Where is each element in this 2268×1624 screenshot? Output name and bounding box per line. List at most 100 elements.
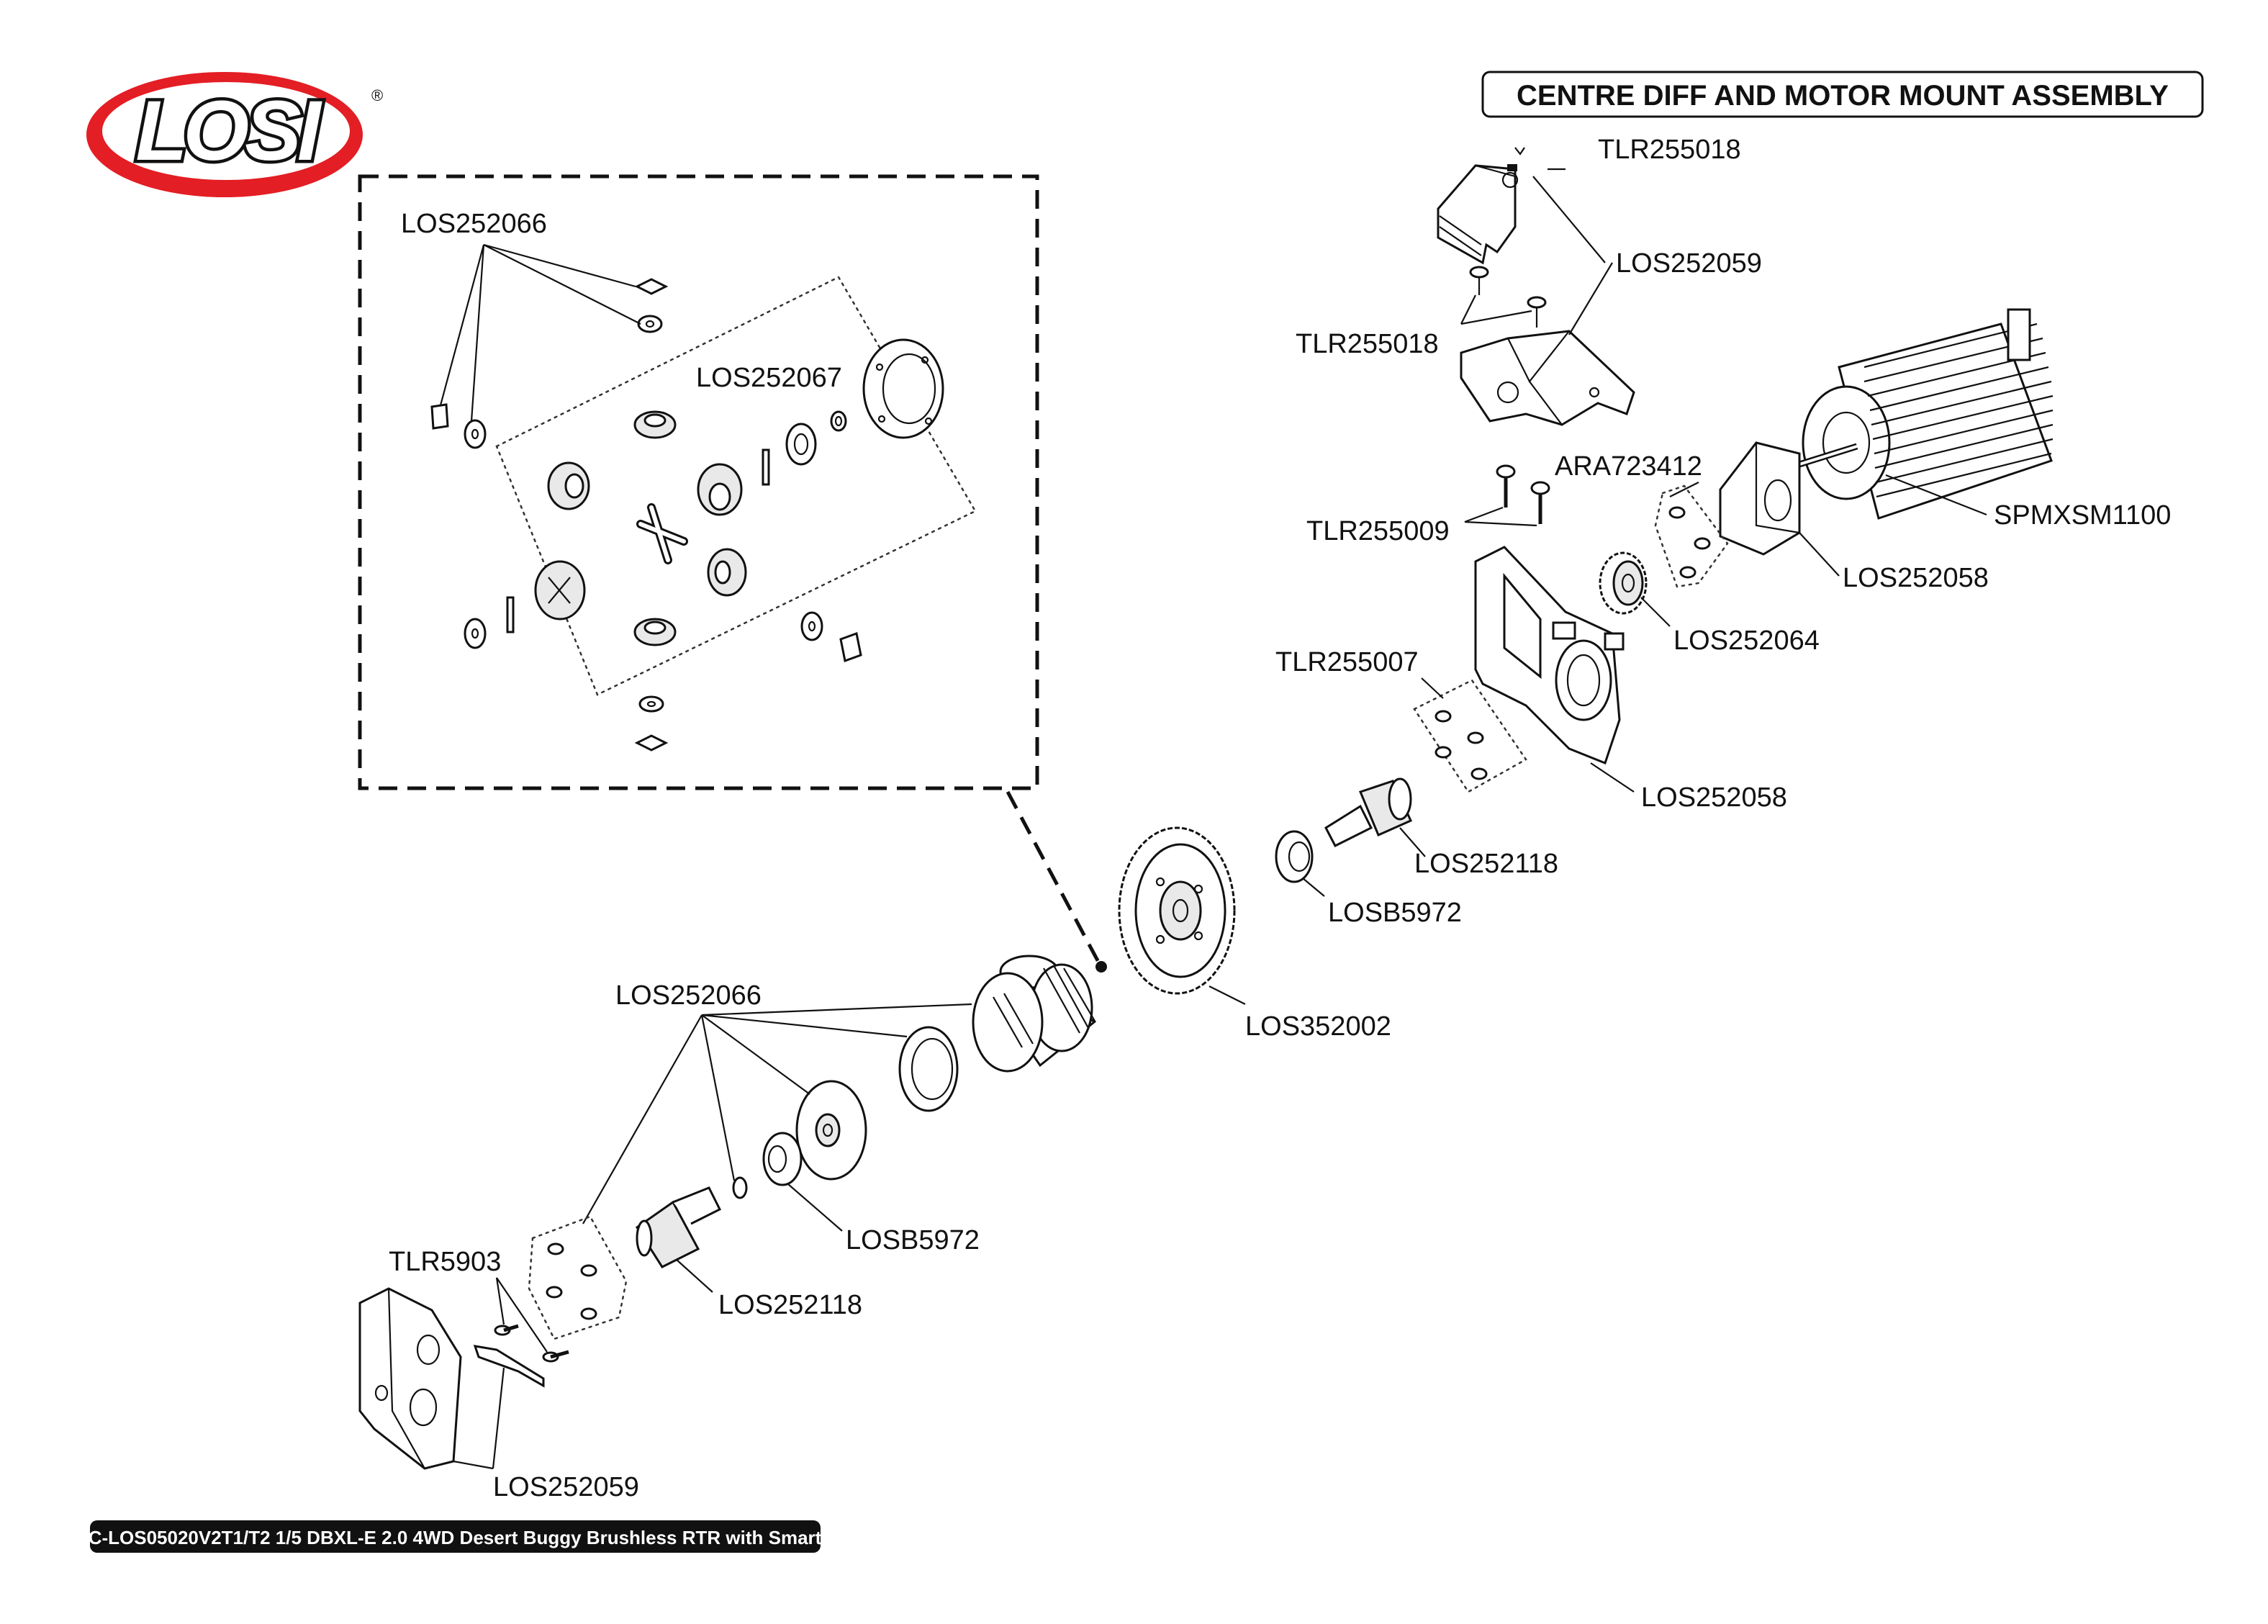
diff-case xyxy=(972,955,1096,1073)
logo-text: LOSI xyxy=(135,84,322,179)
callout-los252064: LOS252064 xyxy=(1673,626,1820,656)
shim-square-1 xyxy=(634,278,669,295)
left-screw-group xyxy=(528,1215,628,1340)
outdrive-left-shaft xyxy=(672,1186,722,1225)
callout-outdrive-left-los252118: LOS252118 xyxy=(718,1290,862,1320)
footer-bar: C-LOS05020V2T1/T2 1/5 DBXL-E 2.0 4WD Des… xyxy=(89,1520,822,1553)
callout-diff-inner-los252066: LOS252066 xyxy=(401,209,547,239)
diff-washer-3 xyxy=(464,618,487,649)
screw-tlr255009-1 xyxy=(1496,464,1516,479)
ara723412-screw-group: ARA723412 xyxy=(1555,451,1729,588)
screw-tlr255007-2 xyxy=(1467,731,1484,744)
bearing-left: LOSB5972 xyxy=(732,1132,980,1255)
callout-tlr255009: TLR255009 xyxy=(1306,516,1450,546)
outdrive-right: LOS252118 xyxy=(1324,777,1558,879)
callout-los252067: LOS252067 xyxy=(696,363,842,393)
diff-connector-dot xyxy=(1095,961,1107,973)
callout-diff-outer-los252066: LOS252066 xyxy=(615,980,762,1011)
callout-spmxsm1100: SPMXSM1100 xyxy=(1994,500,2171,531)
bearing-right-outer xyxy=(1275,830,1314,883)
diff-gasket-outer xyxy=(898,1026,959,1112)
motor-connectors xyxy=(2007,308,2031,361)
shim-square-4 xyxy=(634,734,669,752)
callout-ara723412: ARA723412 xyxy=(1555,451,1702,482)
screw-tlr255007-4 xyxy=(1470,767,1488,780)
callout-outdrive-right-los252118: LOS252118 xyxy=(1414,849,1558,879)
leader-diff-inner-los252066 xyxy=(439,243,641,422)
tlr255007-outline xyxy=(1413,679,1527,793)
callout-bearing-right-losb5972: LOSB5972 xyxy=(1328,898,1462,928)
center-brace-los252059 xyxy=(1460,330,1635,426)
motor-plate xyxy=(1719,441,1801,556)
spur-gear-los352002: LOS352002 xyxy=(1118,826,1391,1042)
shim-square-2 xyxy=(430,403,449,430)
diff-washer-1 xyxy=(637,315,663,333)
diff-washer-5 xyxy=(638,695,664,713)
screw-ara-2 xyxy=(1694,537,1711,550)
tlr5903-group: TLR5903 xyxy=(389,1247,569,1388)
motor-assembly: SPMXSM1100 xyxy=(1798,308,2171,531)
leader-top-group xyxy=(1532,168,1613,335)
callout-los352002: LOS352002 xyxy=(1245,1011,1391,1042)
callout-tlr5903: TLR5903 xyxy=(389,1247,501,1277)
pinion-los252064: LOS252064 xyxy=(1599,551,1820,656)
diff-washer-6 xyxy=(785,423,817,466)
screw-left-3 xyxy=(546,1286,563,1299)
callout-mount-los252058: LOS252058 xyxy=(1641,782,1787,813)
callout-bearing-left-losb5972: LOSB5972 xyxy=(846,1225,980,1255)
screw-head-b xyxy=(1527,296,1547,309)
diff-washer-2 xyxy=(464,419,487,449)
title-box: CENTRE DIFF AND MOTOR MOUNT ASSEMBLY xyxy=(1481,71,2204,118)
diff-pin-1 xyxy=(762,448,770,486)
callout-motorplate-los252058: LOS252058 xyxy=(1843,563,1989,593)
title-frame xyxy=(1481,71,2204,118)
diff-gasket xyxy=(862,338,944,439)
tlr255007-screws: TLR255007 xyxy=(1275,647,1527,793)
diff-gasket-and-cover xyxy=(795,1026,959,1181)
left-screw-outline xyxy=(528,1215,628,1340)
screw-left-1 xyxy=(547,1242,564,1255)
footer-background xyxy=(90,1520,821,1553)
registered-mark: ® xyxy=(371,86,383,104)
bearing-left-outer xyxy=(762,1132,803,1186)
screw-left-4 xyxy=(580,1307,597,1320)
callout-side-tlr255018: TLR255018 xyxy=(1296,329,1439,359)
callout-tlr255007: TLR255007 xyxy=(1275,647,1419,677)
diff-shims xyxy=(430,278,862,752)
screw-head-a xyxy=(1469,266,1489,279)
diff-washer-7 xyxy=(830,410,847,432)
diff-connector-line xyxy=(1006,790,1102,966)
brace-link xyxy=(473,1345,545,1388)
motor-fins xyxy=(1863,322,2054,498)
leader-diff-outer-los252066 xyxy=(582,1003,972,1224)
tlr255009-screws: TLR255009 xyxy=(1306,464,1550,546)
screw-tlr255007-1 xyxy=(1435,710,1452,723)
screw-tlr255009-2 xyxy=(1530,481,1550,495)
diff-outer-los252066: LOS252066 xyxy=(582,980,972,1224)
ara723412-outline xyxy=(1654,484,1729,588)
outdrive-left-cup xyxy=(635,1200,700,1268)
screw-left-2 xyxy=(580,1264,597,1277)
motor-mount-los252058: LOS252058 xyxy=(1474,546,1787,813)
callout-top-tlr255018: TLR255018 xyxy=(1598,135,1741,165)
screw-tlr255007-3 xyxy=(1435,746,1452,759)
bottom-bulkhead-los252059: LOS252059 xyxy=(358,1287,639,1502)
washer-left xyxy=(732,1176,748,1199)
footer-text: C-LOS05020V2T1/T2 1/5 DBXL-E 2.0 4WD Des… xyxy=(89,1527,822,1548)
callout-bottom-los252059: LOS252059 xyxy=(493,1472,639,1502)
logo-white-oval xyxy=(102,82,350,180)
shim-square-3 xyxy=(839,631,862,663)
screw-ara-1 xyxy=(1668,506,1686,519)
outdrive-right-shaft xyxy=(1324,804,1373,848)
callout-top-los252059: LOS252059 xyxy=(1616,248,1762,279)
losi-logo: LOSI ® xyxy=(86,72,383,197)
diff-pin-2 xyxy=(506,596,515,633)
diff-exploded-box: LOS252066 LOS252067 xyxy=(358,174,1039,790)
diff-washer-4 xyxy=(800,611,823,641)
bearing-right: LOSB5972 xyxy=(1275,830,1462,928)
upper-motor-mount: TLR255018 LOS252059 TLR255018 xyxy=(1296,135,1762,426)
diff-gears xyxy=(506,338,944,646)
motor-plate-los252058: LOS252058 xyxy=(1719,441,1989,593)
